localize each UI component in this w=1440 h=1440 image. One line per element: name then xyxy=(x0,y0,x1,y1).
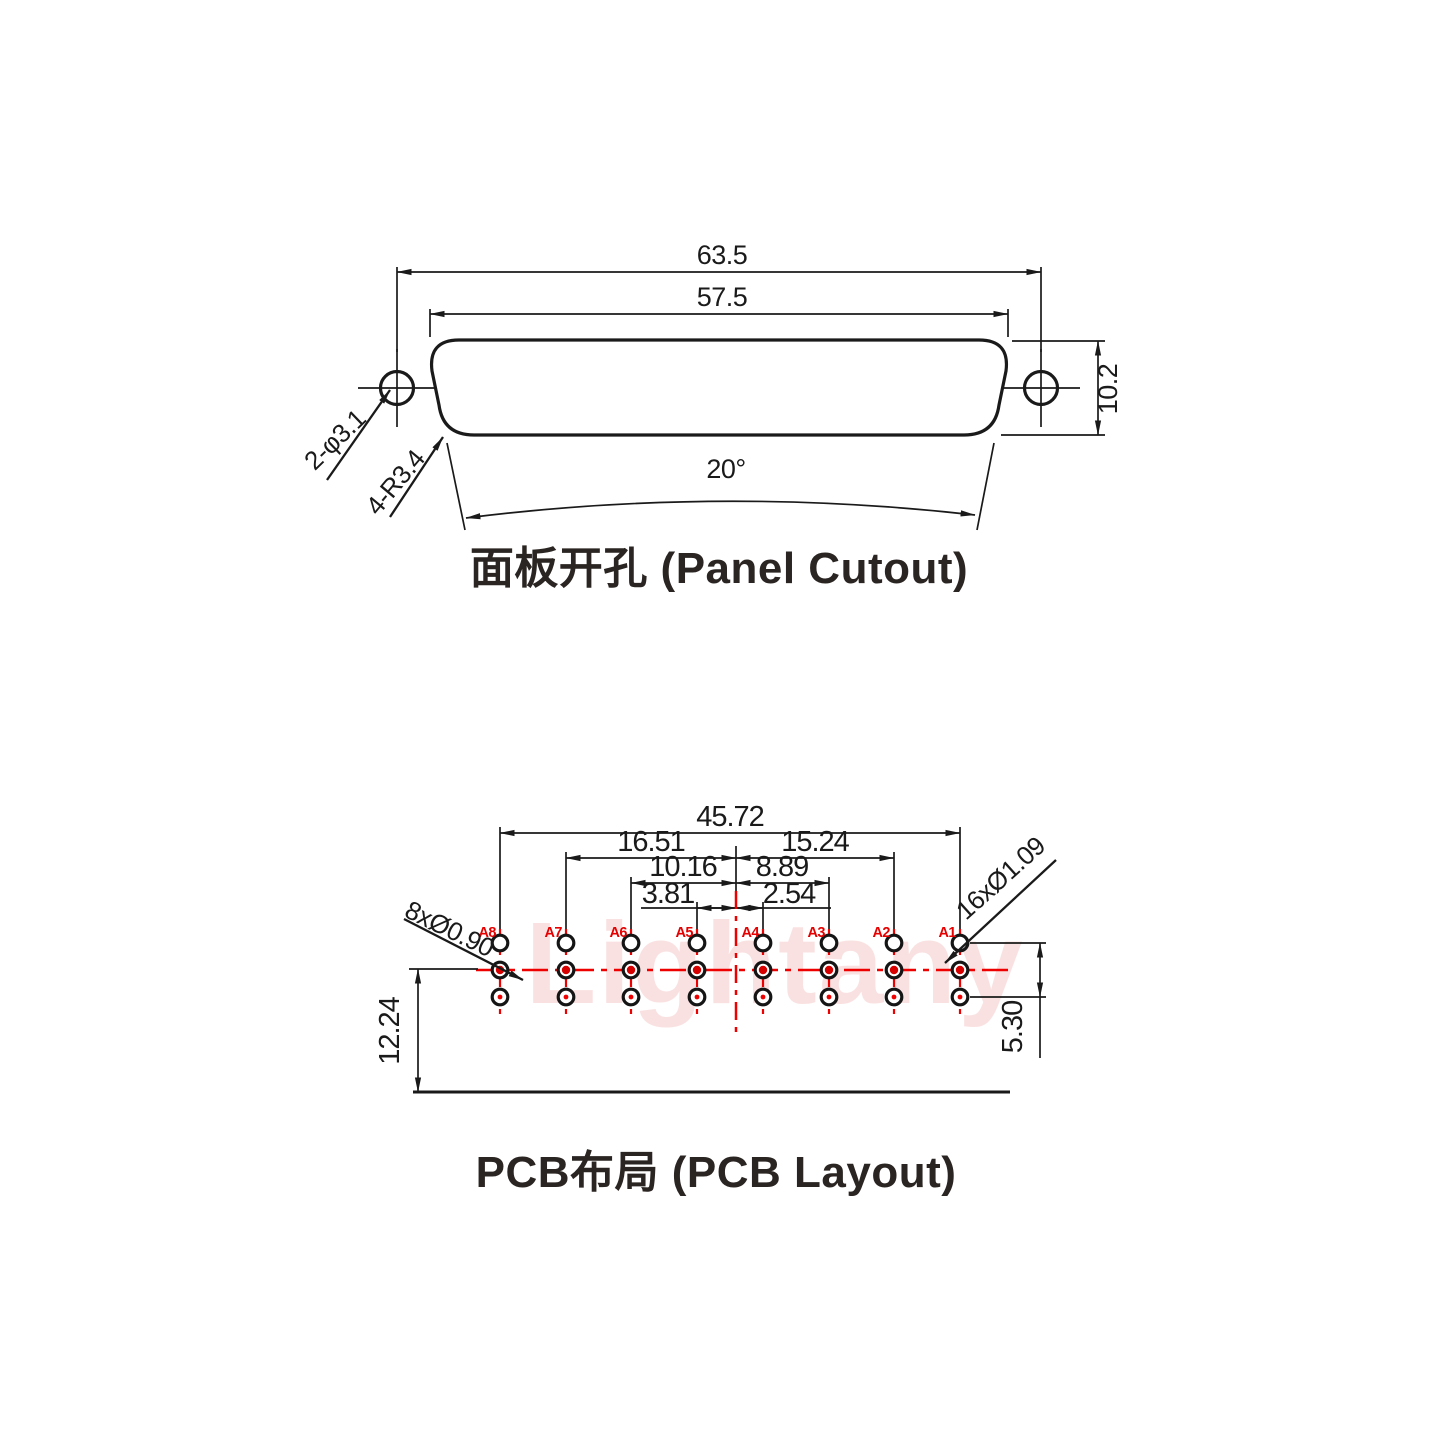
pin-hole-middle-core xyxy=(955,965,965,975)
leader-line xyxy=(326,389,391,481)
pin-hole-middle-core xyxy=(758,965,768,975)
pin-column-a3: A3 xyxy=(807,925,839,1014)
extension-lines xyxy=(499,827,961,931)
pin-hole-middle-core xyxy=(692,965,702,975)
mounting-hole-right xyxy=(1002,349,1080,427)
pin-hole-top xyxy=(621,933,641,953)
dim-text-center-a3: 8.89 xyxy=(756,851,808,883)
dim-text-span-total: 45.72 xyxy=(696,801,764,833)
dim-16-51-15-24: 16.51 15.24 xyxy=(565,826,895,862)
pin-hole-top xyxy=(753,933,773,953)
pin-hole-bottom-dot xyxy=(497,994,503,1000)
pin-label: A7 xyxy=(544,925,562,941)
pin-hole-top xyxy=(687,933,707,953)
dim-text-center-a2: 15.24 xyxy=(781,826,849,858)
dim-text-angle: 20° xyxy=(706,454,745,484)
extension-line xyxy=(976,442,995,531)
angle-arc xyxy=(465,500,976,520)
callout-corner-radius: 4-R3.4 xyxy=(359,436,444,521)
watermark-text: Lightany xyxy=(525,898,1024,1028)
leader-line xyxy=(389,436,444,518)
label-mounting-holes: 2-φ3.1 xyxy=(298,403,371,475)
dim-12-24: 12.24 xyxy=(374,968,478,1093)
dim-10-16-8-89: 10.16 8.89 xyxy=(630,851,830,887)
panel-cutout-drawing: 63.5 57.5 10.2 xyxy=(298,240,1123,593)
dim-text-a5-center: 3.81 xyxy=(642,878,694,910)
pin-label: A1 xyxy=(938,925,956,941)
pin-label: A6 xyxy=(609,925,627,941)
pin-label: A2 xyxy=(872,925,890,941)
pin-hole-bottom-dot xyxy=(891,994,897,1000)
dim-10-2: 10.2 xyxy=(1001,340,1123,436)
pin-column-a6: A6 xyxy=(609,925,641,1014)
dim-text-edge-distance: 12.24 xyxy=(374,996,406,1064)
pin-label: A8 xyxy=(478,925,496,941)
leader-line xyxy=(944,859,1057,964)
pin-column-a8: A8 xyxy=(478,925,510,1014)
pin-hole-bottom-dot xyxy=(694,994,700,1000)
pin-column-a2: A2 xyxy=(872,925,904,1014)
dim-5-30: 5.30 xyxy=(970,942,1046,1058)
pin-hole-bottom-dot xyxy=(563,994,569,1000)
dim-text-row-spacing: 5.30 xyxy=(997,1001,1029,1053)
pin-label: A5 xyxy=(675,925,693,941)
pin-hole-top xyxy=(556,933,576,953)
dim-text-a6-center: 10.16 xyxy=(649,851,717,883)
extension-line xyxy=(446,442,466,531)
dim-text-center-a4: 2.54 xyxy=(763,878,816,910)
panel-cutout-title: 面板开孔 (Panel Cutout) xyxy=(470,544,968,593)
pin-hole-top xyxy=(819,933,839,953)
pin-hole-top xyxy=(490,933,510,953)
dim-angle-20: 20° xyxy=(446,442,995,531)
pin-hole-top xyxy=(884,933,904,953)
cutout-outline xyxy=(429,338,1009,437)
pin-hole-middle-core xyxy=(824,965,834,975)
dim-45-72: 45.72 xyxy=(499,801,961,837)
pin-label: A4 xyxy=(741,925,759,941)
pin-hole-middle-core xyxy=(626,965,636,975)
dim-57-5: 57.5 xyxy=(429,282,1009,337)
pin-hole-bottom-dot xyxy=(760,994,766,1000)
pin-hole-bottom-dot xyxy=(957,994,963,1000)
pin-column-a5: A5 xyxy=(675,925,707,1014)
dim-text-cutout-width: 57.5 xyxy=(697,282,748,312)
pin-hole-middle-core xyxy=(889,965,899,975)
pin-hole-bottom-dot xyxy=(628,994,634,1000)
mounting-hole-left xyxy=(358,349,436,427)
dim-63-5: 63.5 xyxy=(396,240,1042,352)
pcb-layout-title: PCB布局 (PCB Layout) xyxy=(476,1148,957,1197)
dim-text-overall-width: 63.5 xyxy=(697,240,748,270)
pin-hole-bottom-dot xyxy=(826,994,832,1000)
dim-text-a7-center: 16.51 xyxy=(617,826,685,858)
pin-hole-middle-core xyxy=(561,965,571,975)
pin-column-a7: A7 xyxy=(544,925,576,1014)
pin-label: A3 xyxy=(807,925,825,941)
label-center-holes: 8xØ0.90 xyxy=(400,894,498,963)
pin-columns: A8 A7 A6 xyxy=(478,925,970,1014)
leader-line xyxy=(403,917,524,982)
dim-text-height: 10.2 xyxy=(1093,364,1123,415)
callout-mounting-holes: 2-φ3.1 xyxy=(298,389,391,481)
pin-column-a4: A4 xyxy=(741,925,773,1014)
